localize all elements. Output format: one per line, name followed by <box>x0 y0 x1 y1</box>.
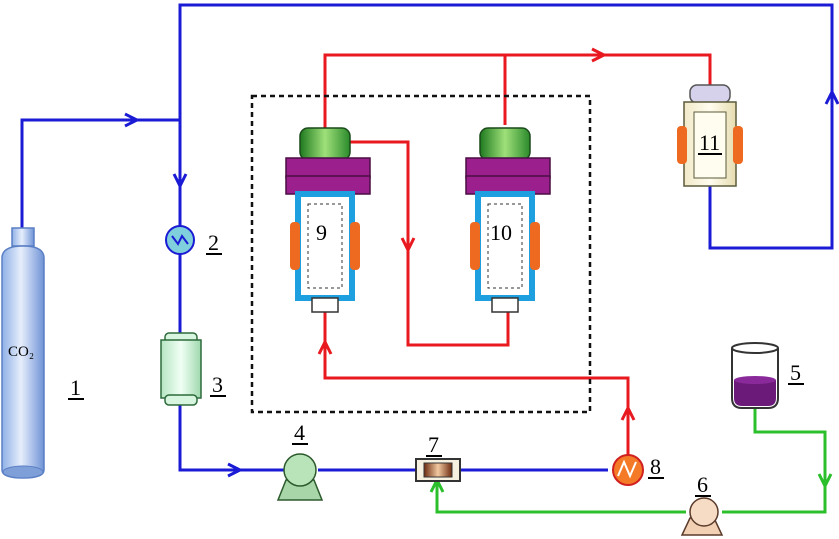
label-9: 9 <box>316 220 327 245</box>
co2-label: CO₂ <box>8 344 34 360</box>
label-7: 7 <box>428 432 439 457</box>
label-3: 3 <box>212 372 223 397</box>
label-4: 4 <box>294 420 305 445</box>
oven-enclosure <box>250 94 592 414</box>
label-6: 6 <box>697 472 708 497</box>
mixing-valve <box>415 458 461 482</box>
label-2: 2 <box>208 230 219 255</box>
cooler <box>160 332 202 406</box>
heated-flow-line <box>317 47 712 455</box>
filter <box>165 225 195 255</box>
extraction-vessel-10 <box>465 127 551 313</box>
solvent-beaker <box>731 342 779 409</box>
label-1: 1 <box>70 375 81 400</box>
liquid-pump <box>680 497 724 536</box>
label-10: 10 <box>490 220 512 245</box>
label-5: 5 <box>790 360 801 385</box>
extraction-vessel-9 <box>285 127 371 313</box>
separator <box>677 84 743 187</box>
co2-cylinder <box>1 227 45 479</box>
label-11: 11 <box>699 130 720 155</box>
label-8: 8 <box>650 454 661 479</box>
co2-supply-line <box>20 3 839 478</box>
co2-pump <box>276 453 324 501</box>
preheater <box>612 454 644 486</box>
